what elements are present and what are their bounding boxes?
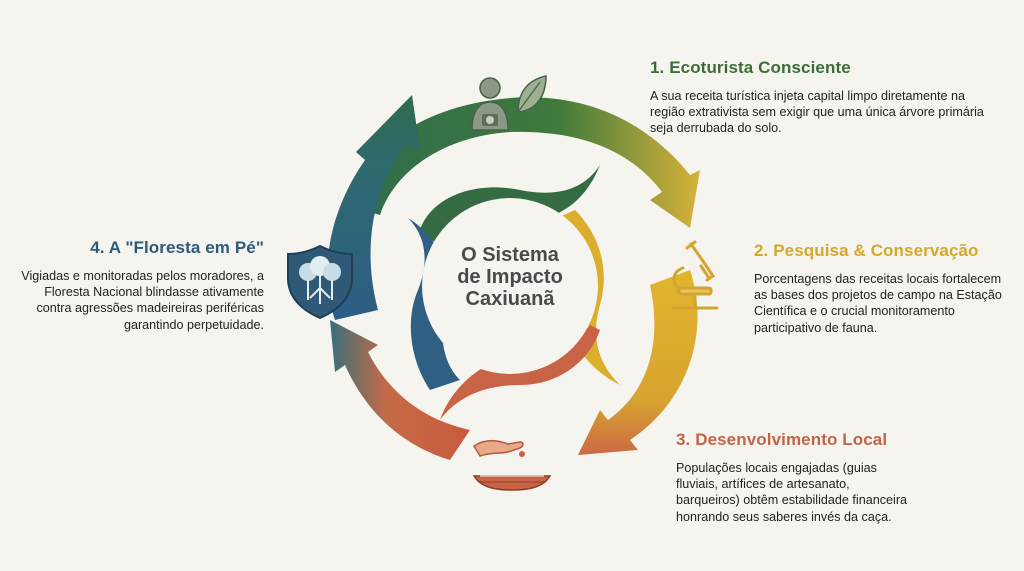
step-1-ecoturista: 1. Ecoturista Consciente A sua receita t…	[650, 58, 990, 137]
step-3-desenvolvimento: 3. Desenvolvimento Local Populações loca…	[676, 430, 916, 525]
tourist-with-leaf-icon	[471, 75, 547, 131]
step-4-text: Vigiadas e monitoradas pelos moradores, …	[21, 269, 264, 332]
outer-arrow-bottom	[330, 320, 470, 460]
step-3-title: 3. Desenvolvimento Local	[676, 430, 888, 449]
center-title: O Sistema de Impacto Caxiuanã	[426, 244, 594, 310]
step-3-text: Populações locais engajadas (guias fluvi…	[676, 461, 908, 524]
center-title-line-2: de Impacto	[457, 266, 563, 288]
step-1-title: 1. Ecoturista Consciente	[650, 58, 851, 77]
step-2-title: 2. Pesquisa & Conservação	[754, 241, 979, 260]
hand-and-boat-icon	[472, 439, 552, 491]
outer-arrow-top	[345, 97, 700, 229]
center-title-line-1: O Sistema	[461, 244, 559, 266]
step-2-text: Porcentagens das receitas locais fortale…	[754, 272, 1002, 335]
step-2-pesquisa: 2. Pesquisa & Conservação Porcentagens d…	[754, 241, 1016, 336]
step-4-title: 4. A "Floresta em Pé"	[90, 238, 264, 257]
center-circle	[422, 198, 598, 374]
step-1-text: A sua receita turística injeta capital l…	[650, 89, 984, 136]
outer-arrow-right	[578, 270, 698, 455]
forest-shield-icon	[287, 244, 353, 320]
microscope-icon	[671, 240, 719, 310]
step-4-floresta: 4. A "Floresta em Pé" Vigiadas e monitor…	[6, 238, 264, 333]
center-title-line-3: Caxiuanã	[465, 288, 555, 310]
